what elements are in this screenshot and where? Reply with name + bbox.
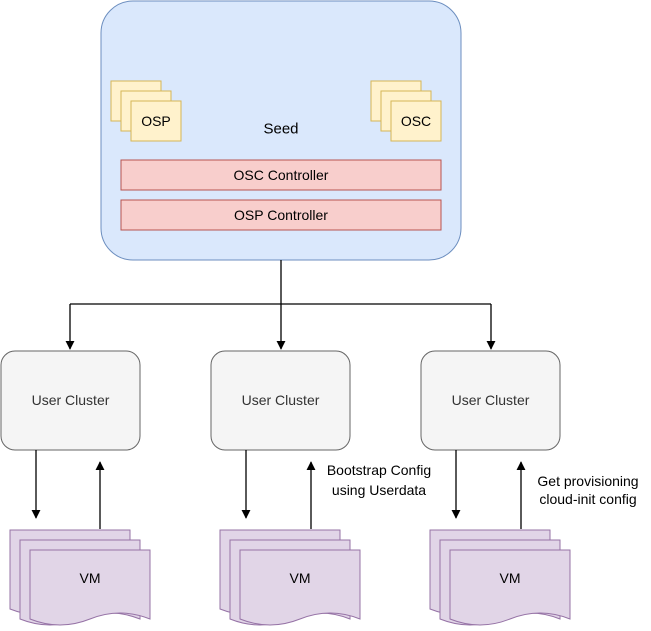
user-cluster-label: User Cluster — [452, 392, 530, 408]
osp-stack-label: OSP — [141, 113, 171, 129]
vm-label: VM — [500, 570, 521, 586]
vm-doc-front — [29, 549, 151, 626]
vm-label: VM — [290, 570, 311, 586]
osc-card-front — [390, 100, 442, 142]
user-cluster-3: User Cluster — [420, 350, 561, 451]
cluster-vm-connectors — [31, 450, 526, 529]
user-cluster-box — [210, 350, 351, 451]
user-cluster-box — [0, 350, 141, 451]
vm-stack-2: VM — [219, 529, 361, 626]
annotation-bootstrap-config: Bootstrap Config using Userdata — [327, 462, 431, 498]
vm-doc-front — [239, 549, 361, 626]
annotation-provisioning-config: Get provisioning cloud-init config — [537, 473, 638, 507]
osc-resource-stack: OSC — [370, 80, 442, 142]
user-cluster-1: User Cluster — [0, 350, 141, 451]
osp-controller-label: OSP Controller — [234, 207, 328, 223]
user-cluster-box — [420, 350, 561, 451]
annotation-line: Bootstrap Config — [327, 462, 431, 478]
user-cluster-2: User Cluster — [210, 350, 351, 451]
osc-stack-label: OSC — [401, 113, 431, 129]
user-cluster-label: User Cluster — [242, 392, 320, 408]
annotation-line: Get provisioning — [537, 473, 638, 489]
annotation-line: using Userdata — [332, 482, 426, 498]
osp-controller: OSP Controller — [120, 199, 442, 231]
vm-doc-front — [449, 549, 571, 626]
vm-stack-3: VM — [429, 529, 571, 626]
seed-title: Seed — [263, 121, 298, 138]
seed-connectors — [65, 260, 496, 350]
user-cluster-label: User Cluster — [32, 392, 110, 408]
osp-resource-stack: OSP — [110, 80, 182, 142]
seed-cluster: OSP OSC Seed OSC Controller OSP Controll… — [100, 0, 462, 261]
osc-controller: OSC Controller — [120, 159, 442, 191]
osc-controller-box — [120, 159, 442, 191]
osc-controller-label: OSC Controller — [234, 167, 329, 183]
annotation-line: cloud-init config — [539, 491, 636, 507]
vm-label: VM — [80, 570, 101, 586]
osp-controller-box — [120, 199, 442, 231]
osp-card-front — [130, 100, 182, 142]
vm-stack-1: VM — [9, 529, 151, 626]
